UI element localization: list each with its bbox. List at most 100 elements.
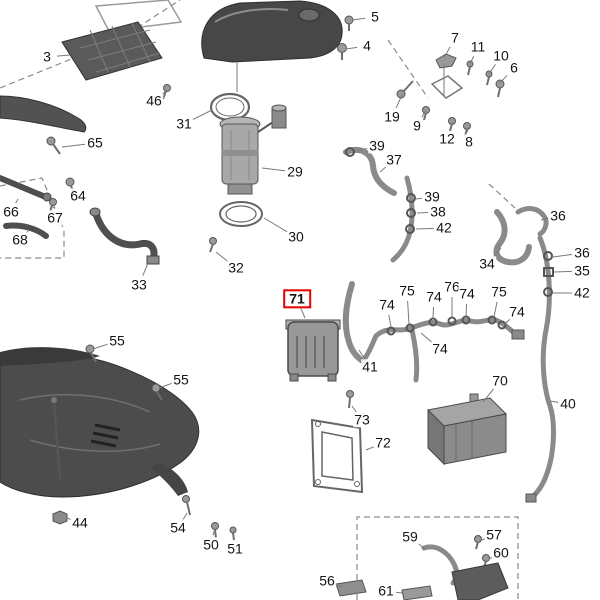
part-label-70-44[interactable]: 70	[491, 372, 509, 389]
leader-line-72-47	[365, 446, 374, 451]
leader-line-32-29	[215, 251, 229, 263]
part-label-36-27[interactable]: 36	[573, 244, 591, 261]
leader-line-5-0	[351, 17, 366, 21]
part-label-32-29[interactable]: 32	[227, 259, 245, 276]
leader-line-31-9	[192, 109, 213, 120]
fuel-pump-art	[209, 92, 287, 253]
leader-line-55-43	[158, 382, 172, 389]
canister-71-art	[285, 319, 341, 382]
part-label-50-52[interactable]: 50	[202, 536, 220, 553]
part-label-7-3[interactable]: 7	[450, 29, 460, 46]
part-label-44-48[interactable]: 44	[71, 514, 89, 531]
part-label-36-22[interactable]: 36	[549, 207, 567, 224]
leader-line-57-51	[481, 538, 485, 541]
part-label-42-23[interactable]: 42	[435, 219, 453, 236]
leader-line-60-54	[488, 557, 493, 560]
leader-line-50-52	[212, 530, 215, 536]
leader-line-30-25	[263, 217, 288, 233]
part-label-74-37[interactable]: 74	[458, 285, 476, 302]
part-label-68-24[interactable]: 68	[11, 231, 29, 248]
part-label-73-46[interactable]: 73	[353, 411, 371, 428]
leader-line-39-20	[415, 197, 423, 200]
part-label-4-1[interactable]: 4	[362, 37, 372, 54]
part-label-71-32[interactable]: 71	[283, 289, 311, 309]
part-label-67-19[interactable]: 67	[46, 209, 64, 226]
part-label-74-39[interactable]: 74	[508, 303, 526, 320]
part-label-76-34[interactable]: 76	[443, 278, 461, 295]
left-hose-cluster-art	[0, 95, 160, 265]
part-label-54-49[interactable]: 54	[169, 519, 187, 536]
part-label-59-50[interactable]: 59	[401, 528, 419, 545]
part-label-12-11[interactable]: 12	[438, 130, 456, 147]
leader-line-12-11	[449, 121, 453, 130]
part-label-75-33[interactable]: 75	[398, 282, 416, 299]
part-label-37-15[interactable]: 37	[385, 151, 403, 168]
part-label-3-2[interactable]: 3	[42, 48, 52, 65]
part-label-72-47[interactable]: 72	[374, 434, 392, 451]
part-label-39-14[interactable]: 39	[368, 137, 386, 154]
fuel-hoses-art	[342, 146, 556, 503]
part-label-31-9[interactable]: 31	[175, 115, 193, 132]
part-label-9-10[interactable]: 9	[412, 117, 422, 134]
part-label-34-26[interactable]: 34	[478, 255, 496, 272]
canister-70-art	[426, 393, 508, 466]
part-label-61-56[interactable]: 61	[377, 582, 395, 599]
leader-line-75-33	[407, 300, 410, 325]
leader-line-65-13	[61, 143, 86, 148]
leader-line-71-32	[300, 308, 306, 319]
part-label-38-21[interactable]: 38	[429, 203, 447, 220]
part-label-74-42[interactable]: 74	[431, 340, 449, 357]
part-label-74-35[interactable]: 74	[378, 296, 396, 313]
leader-line-19-8	[395, 94, 403, 109]
part-label-65-13[interactable]: 65	[86, 134, 104, 151]
part-label-57-51[interactable]: 57	[485, 526, 503, 543]
part-label-55-40[interactable]: 55	[108, 332, 126, 349]
leader-line-36-22	[540, 217, 549, 221]
leader-line-55-40	[92, 343, 108, 350]
part-label-39-20[interactable]: 39	[423, 188, 441, 205]
leader-line-74-39	[503, 318, 511, 326]
leader-line-51-53	[232, 534, 235, 540]
part-label-29-16[interactable]: 29	[286, 163, 304, 180]
part-label-33-31[interactable]: 33	[130, 276, 148, 293]
part-label-8-12[interactable]: 8	[464, 133, 474, 150]
part-label-41-41[interactable]: 41	[361, 358, 379, 375]
part-label-51-53[interactable]: 51	[226, 540, 244, 557]
part-label-35-28[interactable]: 35	[573, 262, 591, 279]
part-label-5-0[interactable]: 5	[370, 8, 380, 25]
part-label-75-38[interactable]: 75	[490, 283, 508, 300]
part-label-30-25[interactable]: 30	[287, 228, 305, 245]
leader-line-39-14	[356, 147, 368, 152]
part-label-56-55[interactable]: 56	[318, 572, 336, 589]
part-label-55-43[interactable]: 55	[172, 371, 190, 388]
part-label-11-4[interactable]: 11	[469, 38, 487, 55]
leader-line-74-35	[388, 314, 392, 328]
part-label-66-18[interactable]: 66	[2, 203, 20, 220]
leader-line-35-28	[553, 270, 573, 273]
leader-line-73-46	[351, 405, 357, 413]
part-label-74-36[interactable]: 74	[425, 288, 443, 305]
leader-line-34-26	[493, 247, 502, 257]
leader-line-38-21	[416, 211, 429, 214]
leader-line-6-6	[499, 74, 508, 84]
leader-line-66-18	[15, 198, 19, 204]
leader-line-29-16	[261, 167, 286, 172]
part-label-19-8[interactable]: 19	[383, 108, 401, 125]
leader-line-44-48	[66, 517, 71, 520]
leader-line-36-27	[552, 253, 573, 258]
part-label-40-45[interactable]: 40	[559, 395, 577, 412]
part-label-6-6[interactable]: 6	[509, 59, 519, 76]
air-filter-art	[61, 0, 183, 100]
leader-line-10-5	[488, 64, 496, 75]
part-label-60-54[interactable]: 60	[492, 544, 510, 561]
leader-line-11-4	[469, 55, 475, 65]
part-label-64-17[interactable]: 64	[69, 187, 87, 204]
part-label-10-5[interactable]: 10	[492, 47, 510, 64]
part-label-42-30[interactable]: 42	[573, 284, 591, 301]
leader-lines	[15, 17, 573, 594]
leader-line-9-10	[421, 109, 427, 118]
leader-line-7-3	[443, 46, 451, 59]
part-label-46-7[interactable]: 46	[145, 92, 163, 109]
